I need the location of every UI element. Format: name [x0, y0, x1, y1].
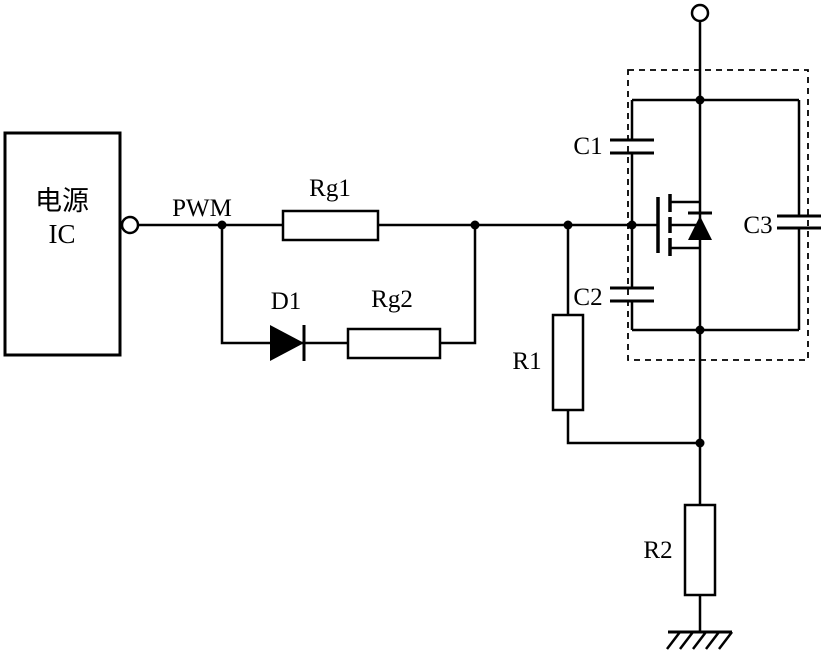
resistor-rg1-body	[281, 209, 380, 242]
resistor-r1-label: R1	[512, 348, 541, 375]
mosfet-leads	[670, 200, 700, 250]
ground-symbol	[666, 630, 733, 650]
junction-dot	[695, 95, 705, 105]
wire-discharge-branch	[220, 225, 477, 345]
capacitor-c2: C2	[573, 284, 654, 311]
wire-r1-branch	[566, 225, 700, 445]
capacitor-c1: C1	[573, 133, 654, 160]
resistor-r2-body	[683, 503, 717, 597]
ground-hatch	[705, 631, 720, 650]
capacitor-c3: C3	[743, 212, 821, 239]
power-ic-box	[3, 131, 122, 357]
resistor-r2: R2	[643, 503, 717, 597]
resistor-r2-label: R2	[643, 537, 672, 564]
power-ic-label-line2: IC	[49, 219, 76, 249]
mosfet-body-diode-triangle	[688, 216, 712, 240]
junction-dot	[695, 438, 705, 448]
junction-dot	[627, 220, 637, 230]
diode-d1: D1	[270, 288, 306, 361]
resistor-rg2-label: Rg2	[371, 286, 413, 313]
ground-hatch	[718, 631, 733, 650]
ground-hatch	[666, 631, 681, 650]
resistor-r1-body	[551, 313, 585, 412]
resistor-rg2: Rg2	[346, 286, 442, 360]
ground-hatch	[679, 631, 694, 650]
capacitor-c1-label: C1	[573, 133, 602, 160]
top-terminal	[690, 3, 710, 23]
power-ic: 电源 IC	[3, 131, 140, 357]
junction-dots	[217, 95, 705, 448]
resistor-r1: R1	[512, 313, 585, 412]
resistor-rg2-body	[346, 327, 442, 360]
mosfet	[656, 194, 712, 256]
junction-dot	[470, 220, 480, 230]
diode-d1-anode-triangle	[270, 325, 304, 361]
junction-dot	[217, 220, 227, 230]
capacitor-c3-label: C3	[743, 212, 772, 239]
ground-hatch	[692, 631, 707, 650]
resistor-rg1-label: Rg1	[309, 175, 351, 202]
junction-dot	[695, 325, 705, 335]
junction-dot	[563, 220, 573, 230]
power-ic-label-line1: 电源	[35, 186, 89, 216]
power-ic-output-terminal	[120, 215, 140, 235]
diode-d1-label: D1	[271, 288, 302, 315]
pwm-label: PWM	[172, 195, 232, 222]
capacitor-c2-label: C2	[573, 284, 602, 311]
resistor-rg1: Rg1	[281, 175, 380, 242]
